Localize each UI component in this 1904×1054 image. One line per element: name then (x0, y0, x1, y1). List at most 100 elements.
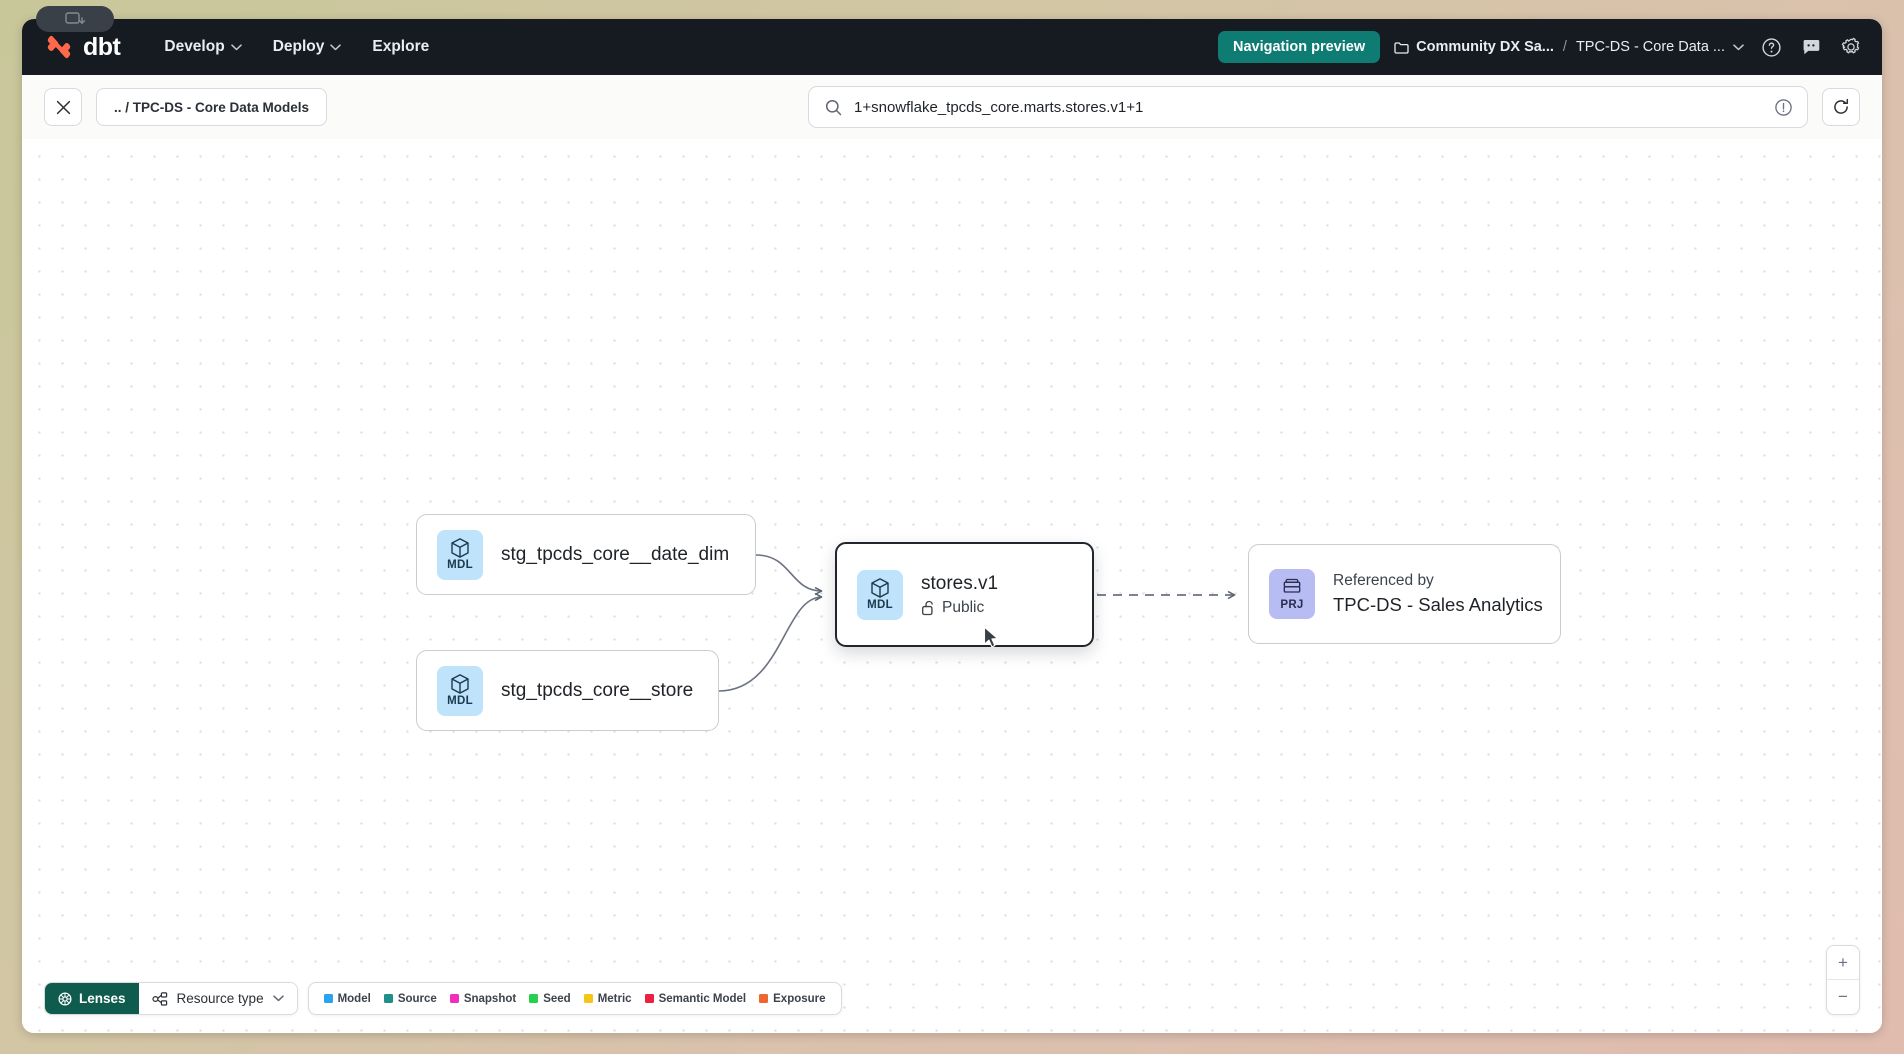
zoom-controls: + − (1826, 945, 1860, 1015)
search-input[interactable] (854, 98, 1762, 116)
node-body: stores.v1 Public (921, 573, 998, 617)
node-access: Public (921, 599, 998, 617)
legend-item-model: Model (323, 992, 371, 1005)
nav-item-explore-label: Explore (372, 38, 430, 55)
breadcrumb-account[interactable]: Community DX Sa... (1394, 39, 1554, 55)
project-stack-icon (1283, 578, 1301, 593)
lineage-node-referenced-by-project[interactable]: PRJ Referenced by TPC-DS - Sales Analyti… (1248, 544, 1561, 644)
chevron-down-icon (1733, 43, 1744, 50)
lenses-label: Lenses (79, 991, 126, 1006)
close-icon (56, 100, 70, 114)
node-badge-label: MDL (447, 695, 473, 708)
node-badge-mdl: MDL (437, 665, 483, 716)
resource-type-filter-button[interactable]: Resource type (138, 983, 297, 1014)
feedback-icon[interactable] (1798, 34, 1824, 60)
lineage-edges (718, 554, 1236, 692)
edge-date-dim-to-stores (755, 554, 823, 595)
gear-icon[interactable] (1838, 34, 1864, 60)
legend-label: Snapshot (463, 992, 517, 1005)
node-body: Referenced by TPC-DS - Sales Analytics (1333, 572, 1543, 616)
legend-item-semantic-model: Semantic Model (644, 992, 747, 1005)
lineage-node-stores-v1[interactable]: MDL stores.v1 Public (835, 542, 1094, 647)
node-badge-mdl: MDL (857, 569, 903, 620)
lineage-search-box[interactable] (808, 86, 1808, 128)
primary-nav: Develop Deploy Explore (152, 31, 441, 63)
unlock-icon (922, 600, 933, 615)
nav-item-deploy-label: Deploy (272, 38, 325, 55)
toolbar-breadcrumb-chip[interactable]: .. / TPC-DS - Core Data Models (96, 88, 328, 126)
legend-item-metric: Metric (583, 992, 632, 1005)
lenses-button[interactable]: Lenses (45, 983, 139, 1014)
zoom-in-button[interactable]: + (1827, 946, 1859, 980)
brand-wordmark: dbt (83, 32, 121, 61)
refresh-icon (1834, 98, 1849, 114)
folder-icon (1394, 41, 1409, 54)
navbar-right-cluster: Navigation preview Community DX Sa... / … (1217, 31, 1864, 63)
node-title: TPC-DS - Sales Analytics (1333, 594, 1543, 615)
nav-item-deploy[interactable]: Deploy (261, 31, 354, 63)
dbt-x-logo-icon (47, 35, 71, 59)
legend-swatch (383, 994, 393, 1003)
legend-item-snapshot: Snapshot (449, 992, 517, 1005)
legend-label: Seed (543, 992, 571, 1005)
info-circle-icon[interactable] (1774, 98, 1793, 117)
refresh-lineage-button[interactable] (1822, 88, 1860, 126)
dbt-brand-home-link[interactable]: dbt (44, 32, 121, 62)
node-title: stg_tpcds_core__store (501, 679, 694, 701)
legend-swatch (449, 994, 459, 1003)
search-icon (825, 99, 842, 115)
cube-icon (451, 538, 469, 559)
legend-swatch (583, 994, 593, 1003)
zoom-out-button[interactable]: − (1838, 987, 1848, 1006)
chevron-down-icon (330, 43, 342, 50)
lens-control-group: Lenses Resource type (44, 982, 298, 1015)
legend-item-exposure: Exposure (759, 992, 826, 1005)
node-title: stg_tpcds_core__date_dim (501, 543, 730, 565)
legend-label: Metric (597, 992, 632, 1005)
nav-item-develop[interactable]: Develop (152, 31, 253, 63)
nav-item-develop-label: Develop (164, 38, 225, 55)
legend-swatch (644, 994, 654, 1003)
navbar-breadcrumb: Community DX Sa... / TPC-DS - Core Data … (1394, 39, 1744, 55)
navigation-preview-badge[interactable]: Navigation preview (1217, 31, 1381, 63)
breadcrumb-separator: / (1562, 39, 1567, 55)
help-icon[interactable] (1758, 34, 1784, 60)
chevron-down-icon (230, 43, 242, 50)
node-kicker: Referenced by (1333, 572, 1434, 589)
breadcrumb-project-label: TPC-DS - Core Data ... (1575, 39, 1725, 55)
settings-gear-icon (1841, 37, 1860, 54)
node-badge-prj: PRJ (1269, 569, 1315, 619)
cube-icon (451, 674, 469, 695)
breadcrumb-project[interactable]: TPC-DS - Core Data ... (1576, 39, 1744, 55)
legend-label: Exposure (773, 992, 826, 1005)
lineage-toolbar: .. / TPC-DS - Core Data Models (22, 75, 1882, 139)
feedback-chat-icon (1803, 39, 1819, 54)
legend-label: Semantic Model (658, 992, 747, 1005)
legend-label: Source (397, 992, 437, 1005)
close-lineage-button[interactable] (44, 88, 82, 126)
breadcrumb-account-label: Community DX Sa... (1416, 39, 1554, 55)
legend-label: Model (337, 992, 371, 1005)
legend-swatch (759, 994, 769, 1003)
legend-item-seed: Seed (529, 993, 571, 1005)
legend-swatch (323, 994, 333, 1003)
help-circle-icon (1761, 37, 1781, 57)
search-cluster (808, 86, 1860, 128)
canvas-bottom-bar: Lenses Resource type (22, 982, 1882, 1033)
lineage-node-stg-store[interactable]: MDL stg_tpcds_core__store (416, 650, 719, 731)
window-tab-indicator[interactable] (36, 6, 114, 32)
node-title: stores.v1 (921, 572, 999, 594)
app-window: dbt Develop Deploy Explore (22, 19, 1882, 1033)
lineage-canvas[interactable]: MDL stg_tpcds_core__date_dim MDL stg_tpc… (22, 139, 1882, 1033)
lens-circle-icon (58, 991, 72, 1006)
node-badge-mdl: MDL (437, 529, 483, 580)
cube-icon (871, 578, 889, 599)
lineage-node-stg-date-dim[interactable]: MDL stg_tpcds_core__date_dim (416, 514, 756, 595)
resource-type-legend: Model Source Snapshot Seed (307, 982, 842, 1015)
legend-item-source: Source (383, 992, 437, 1005)
legend-swatch (529, 994, 539, 1003)
chevron-down-icon (272, 995, 284, 1002)
resource-graph-icon (151, 991, 167, 1006)
edge-store-to-stores (718, 593, 823, 692)
nav-item-explore[interactable]: Explore (360, 31, 441, 63)
